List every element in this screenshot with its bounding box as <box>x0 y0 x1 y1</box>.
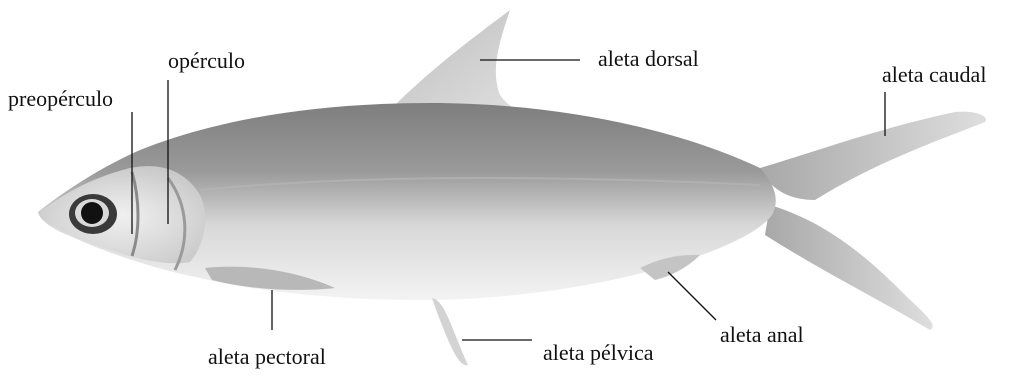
label-preoperculo: preopérculo <box>8 86 113 111</box>
label-aleta-pelvica: aleta pélvica <box>543 340 654 365</box>
label-aleta-pectoral: aleta pectoral <box>208 344 326 369</box>
eye-pupil <box>81 202 103 224</box>
head-shape <box>40 166 205 263</box>
label-aleta-anal: aleta anal <box>720 322 804 347</box>
caudal-fin-upper-shape <box>760 112 986 200</box>
label-aleta-caudal: aleta caudal <box>882 62 986 87</box>
pelvic-fin-shape <box>432 298 468 365</box>
caudal-fin-lower-shape <box>765 205 933 330</box>
label-aleta-dorsal: aleta dorsal <box>598 46 699 71</box>
label-operculo: opérculo <box>168 48 245 73</box>
leader-anal <box>668 272 716 320</box>
